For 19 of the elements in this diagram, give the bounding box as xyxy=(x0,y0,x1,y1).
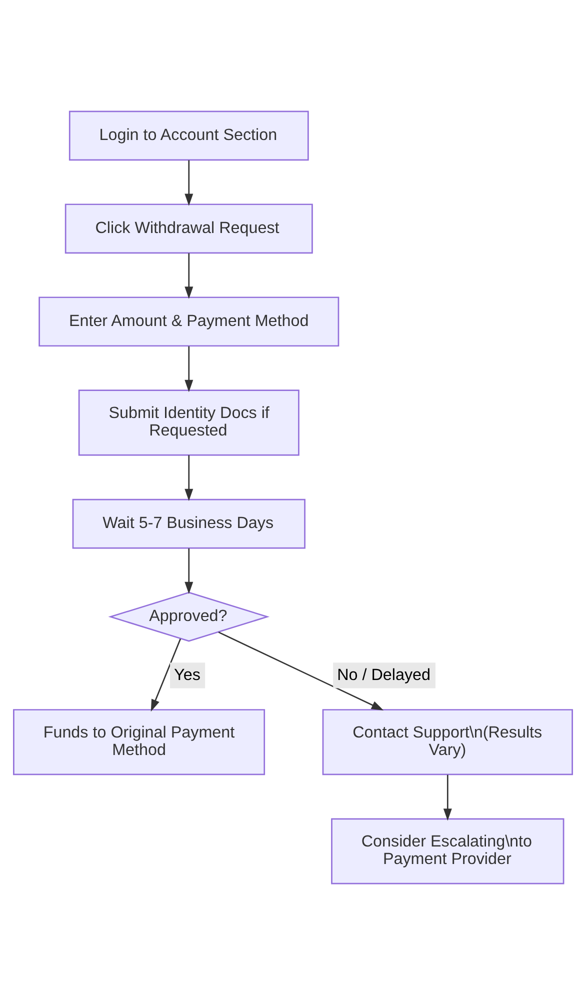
node-box: Consider Escalating\nto Payment Provider xyxy=(331,818,564,884)
node-box: Enter Amount & Payment Method xyxy=(38,296,340,347)
node-box: Submit Identity Docs if Requested xyxy=(78,390,300,456)
node-box: Wait 5-7 Business Days xyxy=(72,498,306,549)
arrow xyxy=(184,253,194,299)
node-diamond: Approved? xyxy=(108,592,270,642)
arrow xyxy=(184,160,194,206)
arrow xyxy=(184,346,194,392)
arrow xyxy=(150,638,182,712)
node-box: Funds to Original Payment Method xyxy=(13,709,266,776)
node-box: Contact Support\n(Results Vary) xyxy=(322,709,573,776)
edge-label: Yes xyxy=(174,666,200,684)
arrow xyxy=(184,455,194,502)
arrow xyxy=(443,774,452,821)
edge-label: No / Delayed xyxy=(337,666,431,684)
node-box: Click Withdrawal Request xyxy=(64,204,313,254)
node-box: Login to Account Section xyxy=(68,110,309,161)
arrow xyxy=(218,632,384,710)
arrow xyxy=(184,548,194,594)
